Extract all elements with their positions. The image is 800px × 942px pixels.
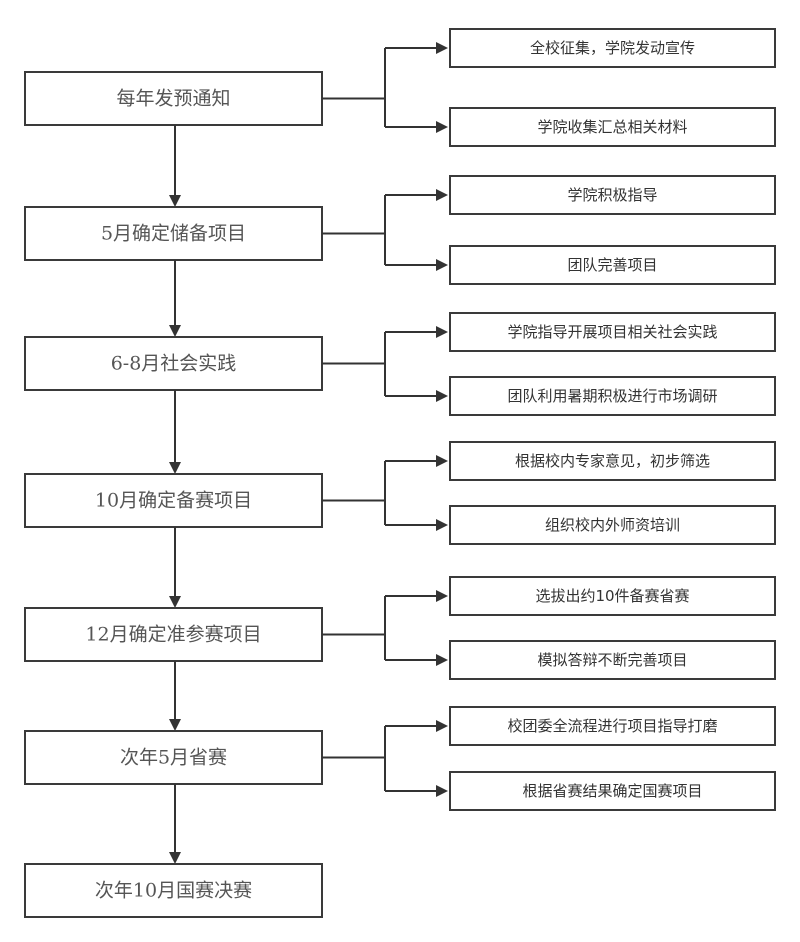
stage-label: 次年5月省赛 — [120, 747, 227, 769]
branch-arrowhead — [436, 519, 448, 531]
stage-label: 12月确定准参赛项目 — [85, 624, 261, 646]
flow-arrowhead — [169, 462, 181, 474]
branch-arrowhead — [436, 390, 448, 402]
task-label: 学院收集汇总相关材料 — [537, 118, 687, 136]
branch-arrowhead — [436, 189, 448, 201]
branch-arrowhead — [436, 42, 448, 54]
branch-arrowhead — [436, 455, 448, 467]
branch-arrowhead — [436, 590, 448, 602]
flow-arrowhead — [169, 852, 181, 864]
task-label: 学院积极指导 — [567, 186, 657, 204]
stage-label: 6-8月社会实践 — [111, 353, 237, 375]
stage-box — [24, 607, 323, 662]
task-box — [449, 107, 776, 147]
task-label: 组织校内外师资培训 — [545, 516, 680, 534]
branch-arrowhead — [436, 326, 448, 338]
task-box — [449, 771, 776, 811]
task-box — [449, 706, 776, 746]
task-label: 全校征集，学院发动宣传 — [530, 39, 695, 57]
flow-arrowhead — [169, 195, 181, 207]
stage-label: 10月确定备赛项目 — [95, 490, 252, 512]
branch-arrowhead — [436, 121, 448, 133]
task-label: 根据省赛结果确定国赛项目 — [522, 782, 702, 800]
task-box — [449, 576, 776, 616]
task-label: 学院指导开展项目相关社会实践 — [507, 323, 717, 341]
branch-arrowhead — [436, 720, 448, 732]
stage-label: 次年10月国赛决赛 — [95, 880, 252, 902]
stage-box — [24, 71, 323, 126]
branch-arrowhead — [436, 654, 448, 666]
flow-arrowhead — [169, 596, 181, 608]
task-box — [449, 312, 776, 352]
stage-label: 每年发预通知 — [116, 88, 230, 110]
task-label: 选拔出约10件备赛省赛 — [535, 587, 689, 605]
task-label: 团队利用暑期积极进行市场调研 — [507, 387, 717, 405]
task-label: 根据校内专家意见，初步筛选 — [515, 452, 710, 470]
branch-arrowhead — [436, 785, 448, 797]
task-label: 校团委全流程进行项目指导打磨 — [507, 717, 717, 735]
task-label: 模拟答辩不断完善项目 — [537, 651, 687, 669]
task-box — [449, 175, 776, 215]
task-box — [449, 441, 776, 481]
task-box — [449, 505, 776, 545]
branch-arrowhead — [436, 259, 448, 271]
flow-arrowhead — [169, 719, 181, 731]
task-box — [449, 28, 776, 68]
task-box — [449, 376, 776, 416]
stage-box — [24, 336, 323, 391]
flow-arrowhead — [169, 325, 181, 337]
stage-label: 5月确定储备项目 — [101, 223, 246, 245]
stage-box — [24, 863, 323, 918]
task-box — [449, 245, 776, 285]
task-label: 团队完善项目 — [567, 256, 657, 274]
task-box — [449, 640, 776, 680]
